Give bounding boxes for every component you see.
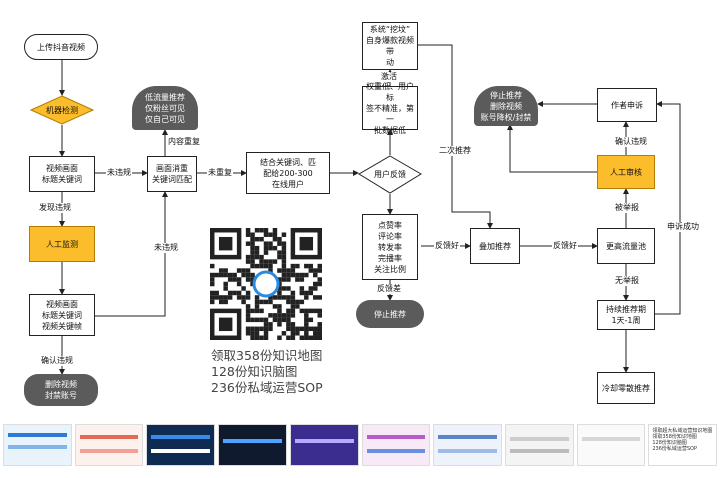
thumbnail[interactable] [74, 424, 144, 466]
user-feedback-diamond [358, 155, 422, 194]
edge-label: 未违规 [106, 168, 132, 178]
metrics-node: 点赞率 评论率 转发率 完播率 关注比例 [362, 214, 418, 280]
thumbnail[interactable] [289, 424, 359, 466]
promo-line-1: 领取358份知识地图 [211, 348, 323, 363]
thumbnail[interactable] [146, 424, 216, 466]
video-frames-node-2: 视频画面 标题关键词 视频关键帧 [29, 294, 95, 336]
stack-node: 叠加推荐 [470, 228, 520, 264]
continuous-node: 持续推荐期 1天-1周 [597, 300, 655, 330]
thumbnail[interactable] [504, 424, 574, 466]
edge-label: 发现违规 [38, 203, 72, 213]
edge-label: 确认违规 [40, 356, 74, 366]
thumbnail-promo[interactable]: 领取超大私域运营知识地图 领取358份知识地图 128份知识脑图 236份私域运… [648, 424, 718, 466]
delete-video-node-1: 删除视频 封禁账号 [24, 374, 98, 406]
edge-label: 反馈好 [552, 241, 578, 251]
stop-node-1: 停止推荐 [356, 300, 424, 328]
thumbnail-caption: 领取超大私域运营知识地图 领取358份知识地图 128份知识脑图 236份私域运… [652, 428, 713, 452]
edge-label: 申诉成功 [666, 222, 700, 232]
thumbnail[interactable] [218, 424, 287, 466]
low-weight-node: 权重低、用户标 签不精准，第一 批数据低 [362, 82, 418, 135]
qr-code[interactable] [210, 228, 322, 340]
promo-text: 领取358份知识地图 128份知识脑图 236份私域运营SOP [211, 348, 323, 396]
system-dig-node: 系统“挖坟” 自身爆款视频带 动 [362, 22, 418, 70]
initial-pool-node: 结合关键词、匹 配给200-300 在线用户 [246, 152, 330, 194]
thumbnail[interactable] [361, 424, 431, 466]
edge-label: 内容重复 [167, 137, 201, 147]
low-traffic-node: 低流量推荐 仅粉丝可见 仅自己可见 [132, 86, 198, 130]
promo-line-2: 128份知识脑图 [211, 364, 298, 379]
appeal-node: 作者申诉 [597, 88, 657, 122]
thumbnail[interactable] [576, 424, 646, 466]
machine-check-node: 机器检测 [46, 105, 78, 115]
edge-label: 未重复 [207, 168, 233, 178]
edge-label: 反馈差 [376, 284, 402, 294]
cold-node: 冷却零散推荐 [597, 372, 655, 404]
video-frames-node-1: 视频画面 标题关键词 [29, 156, 95, 192]
thumbnail[interactable] [433, 424, 502, 466]
dedupe-node: 画面消重 关键词匹配 [147, 156, 197, 192]
thumbnail[interactable] [3, 424, 72, 466]
edge-label: 二次推荐 [438, 146, 472, 156]
user-feedback-node: 用户反馈 [374, 170, 406, 179]
manual-review-node: 人工审核 [597, 155, 655, 189]
stop-node-2: 停止推荐 删除视频 账号降权/封禁 [474, 86, 538, 126]
manual-monitor-node: 人工监测 [29, 226, 95, 262]
thumbnail-strip: 领取超大私域运营知识地图 领取358份知识地图 128份知识脑图 236份私域运… [0, 424, 720, 466]
edge-label: 确认违规 [614, 137, 648, 147]
machine-check-diamond [30, 95, 94, 125]
edge-label: 未违规 [153, 243, 179, 253]
promo-line-3: 236份私域运营SOP [211, 380, 323, 395]
edge-label: 被举报 [614, 203, 640, 213]
higher-pool-node: 更高流量池 [597, 228, 655, 264]
edge-label: 激活 [380, 72, 398, 82]
edge-label: 反馈好 [434, 241, 460, 251]
upload-node: 上传抖音视频 [24, 34, 98, 60]
edge-label: 无举报 [614, 276, 640, 286]
